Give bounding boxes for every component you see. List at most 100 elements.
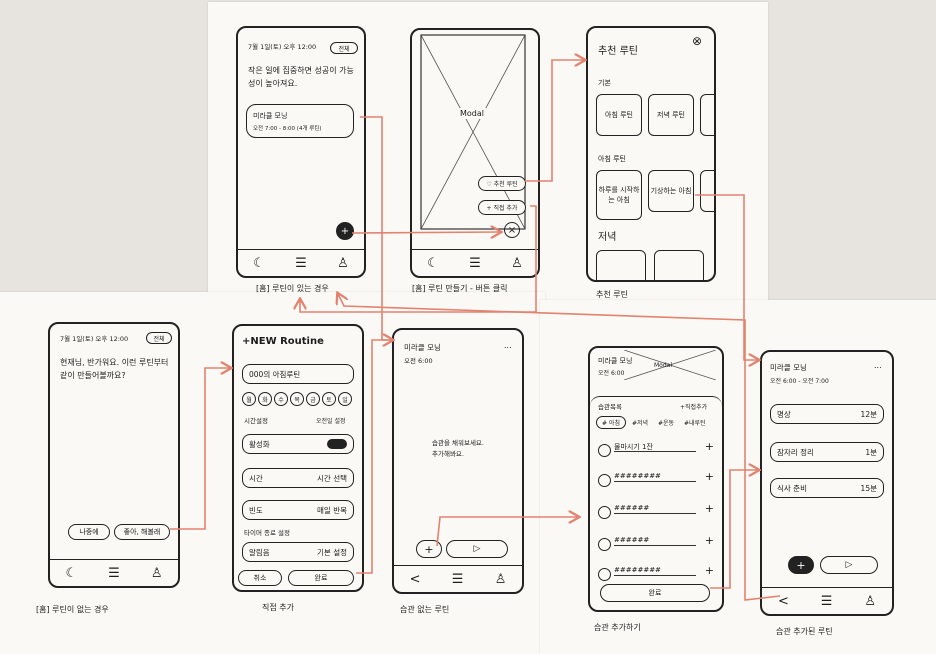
ok-button[interactable]: 좋아, 해볼래 [114, 524, 170, 540]
basic-card-3[interactable] [700, 94, 714, 136]
cancel-button[interactable]: 취소 [238, 570, 282, 586]
list-icon[interactable]: ☰ [108, 565, 120, 581]
back-icon[interactable]: < [409, 571, 421, 587]
more-menu-icon[interactable]: ... [504, 341, 512, 350]
ok-label: 좋아, 해볼래 [123, 528, 161, 536]
person-icon[interactable]: ♙ [150, 565, 163, 581]
morning-card-label: 하루를 시작하는 아침 [598, 186, 640, 204]
chip-exercise[interactable]: #운동 [658, 420, 675, 427]
basic-card-2[interactable]: 저녁 루틴 [648, 94, 694, 136]
day-sun[interactable]: 일 [338, 392, 352, 406]
chip-label: # 아침 [602, 420, 620, 427]
sound-value: 기본 설정 [317, 547, 347, 557]
person-icon[interactable]: ♙ [511, 255, 523, 271]
timer-end-label: 타이머 종료 설정 [244, 529, 290, 537]
day-thu[interactable]: 목 [290, 392, 304, 406]
add-habit-icon[interactable]: + [704, 440, 714, 453]
list-icon[interactable]: ☰ [295, 255, 307, 271]
routine-card[interactable]: 미라클 모닝 오전 7:00 - 8:00 (4개 루틴) [246, 104, 354, 138]
habit-checkbox[interactable] [598, 506, 611, 519]
add-habit-icon[interactable]: + [704, 564, 714, 577]
person-icon[interactable]: ♙ [494, 571, 507, 587]
tab-bar: ☾ ☰ ♙ [50, 559, 178, 586]
filter-label: 전체 [338, 45, 350, 53]
modal-label: Modal [654, 362, 672, 369]
habit-checkbox[interactable] [598, 444, 611, 457]
add-habit-icon[interactable]: + [704, 534, 714, 547]
list-icon[interactable]: ☰ [820, 593, 833, 609]
habit-duration: 1분 [865, 447, 877, 457]
date-label: 7월 1일(토) 오후 12:00 [60, 335, 129, 343]
done-button[interactable]: 완료 [600, 584, 710, 602]
time-row-label: 시간 [249, 473, 263, 483]
day-wed[interactable]: 수 [274, 392, 288, 406]
filter-dropdown[interactable]: 전체 [330, 42, 358, 54]
add-habit-icon[interactable]: + [704, 502, 714, 515]
routine-time: 오전 6:00 - 오전 7:00 [770, 378, 829, 385]
plus-icon: + [424, 542, 434, 556]
habit-row-bed[interactable]: 잠자리 정리 1분 [770, 442, 884, 462]
back-icon[interactable]: < [777, 593, 789, 609]
add-routine-button[interactable]: + [336, 222, 354, 240]
caption-home-empty: [홈] 루틴이 없는 경우 [36, 605, 109, 614]
custom-add-link[interactable]: +직접추가 [680, 404, 708, 411]
person-icon[interactable]: ♙ [337, 255, 349, 271]
activate-label: 활성화 [249, 439, 270, 449]
basic-card-label: 저녁 루틴 [657, 111, 685, 119]
moon-icon[interactable]: ☾ [427, 255, 439, 271]
habit-checkbox[interactable] [598, 538, 611, 551]
sound-row[interactable]: 알림음 기본 설정 [242, 542, 354, 562]
caption-routine-empty: 습관 없는 루틴 [400, 605, 450, 614]
day-fri[interactable]: 금 [306, 392, 320, 406]
morning-card-2[interactable]: 기상하는 아침 [648, 170, 694, 212]
caption-home-with-routine: [홈] 루틴이 있는 경우 [256, 284, 329, 293]
more-menu-icon[interactable]: ... [874, 361, 882, 370]
list-icon[interactable]: ☰ [451, 571, 464, 587]
add-habit-button[interactable]: + [416, 540, 442, 558]
direct-add-button[interactable]: + 직접 추가 [478, 200, 526, 215]
habit-checkbox[interactable] [598, 568, 611, 581]
basic-card-1[interactable]: 아침 루틴 [596, 94, 642, 136]
habit-row-meal[interactable]: 식사 준비 15분 [770, 478, 884, 498]
close-menu-button[interactable]: × [504, 222, 520, 238]
evening-card-1[interactable] [596, 250, 646, 280]
habit-name: ###### [614, 536, 696, 546]
play-button[interactable]: ▷ [820, 556, 878, 574]
tab-bar: ☾ ☰ ♙ [412, 249, 538, 276]
recommend-routine-button[interactable]: ♡ 추천 루틴 [478, 176, 526, 191]
time-row[interactable]: 시간 시간 선택 [242, 468, 354, 488]
add-habit-icon[interactable]: + [704, 470, 714, 483]
day-tue[interactable]: 화 [258, 392, 272, 406]
evening-card-2[interactable] [654, 250, 704, 280]
screen-routine-empty: 미라클 모닝 오전 6:00 ... 습관을 채워보세요. 추가해봐요. + ▷… [392, 328, 524, 594]
habit-row-meditation[interactable]: 명상 12분 [770, 404, 884, 424]
chip-morning[interactable]: # 아침 [596, 416, 626, 429]
moon-icon[interactable]: ☾ [253, 255, 265, 271]
morning-card-1[interactable]: 하루를 시작하는 아침 [596, 170, 642, 220]
done-button[interactable]: 완료 [288, 570, 354, 586]
later-label: 나중에 [79, 528, 99, 536]
habit-checkbox[interactable] [598, 474, 611, 487]
habit-name: ###### [614, 504, 696, 514]
routine-name-input[interactable]: 000의 아침루틴 [242, 364, 354, 384]
later-button[interactable]: 나중에 [68, 524, 110, 540]
caption-add-habit: 습관 추가하기 [594, 623, 641, 632]
routine-title: 미라클 모닝 [770, 363, 807, 372]
list-icon[interactable]: ☰ [469, 255, 481, 271]
add-habit-button[interactable]: + [788, 556, 814, 574]
person-icon[interactable]: ♙ [864, 593, 877, 609]
chip-evening[interactable]: #저녁 [632, 420, 649, 427]
moon-icon[interactable]: ☾ [65, 565, 78, 581]
day-mon[interactable]: 월 [242, 392, 256, 406]
screen-routine-added: 미라클 모닝 오전 6:00 - 오전 7:00 ... 명상 12분 잠자리 … [760, 350, 894, 616]
chip-my-routine[interactable]: #내루틴 [684, 420, 706, 427]
morning-card-3[interactable] [700, 170, 714, 212]
activate-toggle[interactable] [327, 439, 347, 449]
repeat-row[interactable]: 빈도 매일 반복 [242, 500, 354, 520]
day-sat[interactable]: 토 [322, 392, 336, 406]
done-label: 완료 [648, 589, 662, 597]
filter-dropdown[interactable]: 전체 [146, 332, 172, 344]
play-button[interactable]: ▷ [446, 540, 508, 558]
plus-icon: + [340, 225, 350, 237]
close-recommended-icon[interactable]: ⊗ [692, 34, 703, 48]
